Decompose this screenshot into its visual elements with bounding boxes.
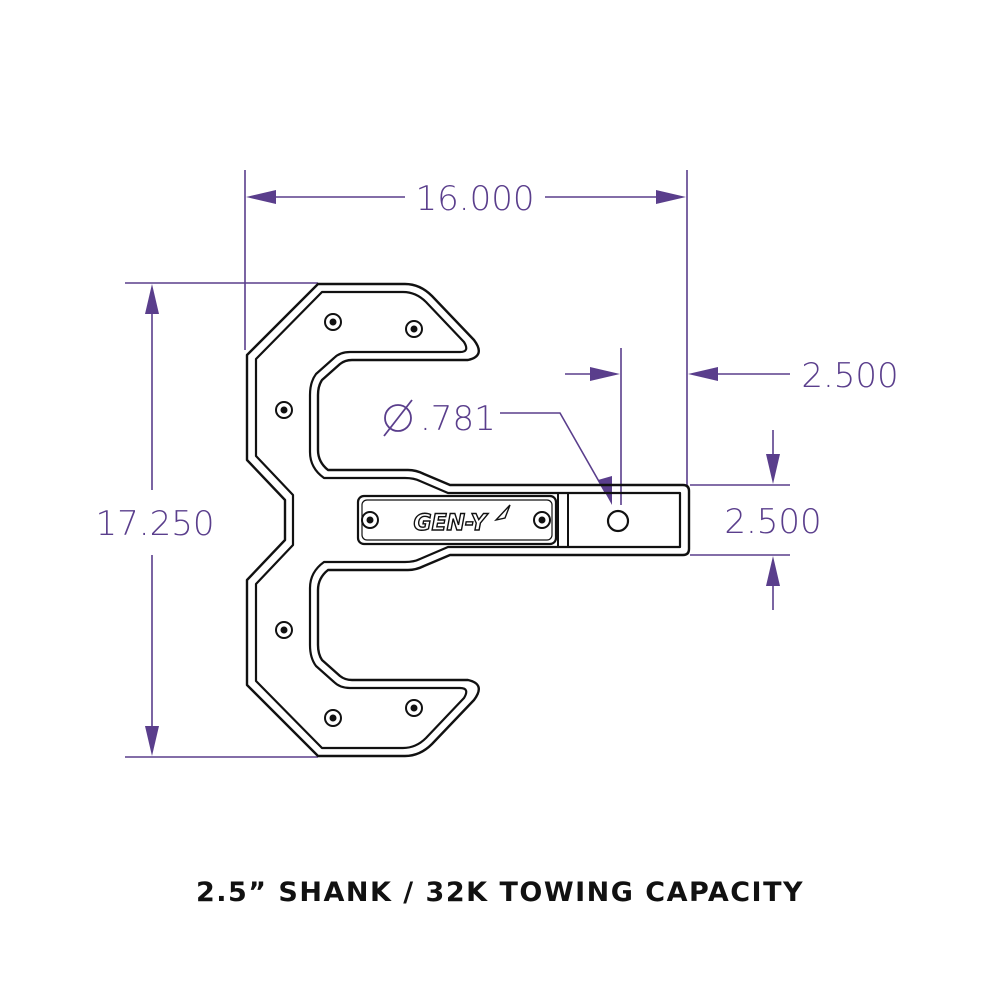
- dimension-shank-offset-label: 2.500: [801, 356, 898, 396]
- dimension-height: 17.250: [96, 282, 318, 758]
- shank-end: [557, 493, 630, 547]
- logo-horn-icon: [493, 504, 511, 522]
- bolt-icon: [324, 709, 342, 727]
- bolt-icon: [275, 401, 293, 419]
- pin-hole-icon: [606, 509, 630, 533]
- bolt-icon: [405, 320, 423, 338]
- bolt-icon: [405, 699, 423, 717]
- bolt-icon: [275, 621, 293, 639]
- dimension-shank-height: 2.500: [690, 430, 822, 610]
- logo-text: GEN-Y: [414, 511, 489, 536]
- product-caption: 2.5” SHANK / 32K TOWING CAPACITY: [196, 877, 804, 908]
- dimension-width: 16.000: [244, 170, 688, 485]
- bolt-icon: [361, 511, 379, 529]
- bolt-icon: [533, 511, 551, 529]
- bolt-icon: [324, 313, 342, 331]
- hitch-body: [245, 282, 691, 758]
- logo-plate: GEN-Y: [356, 494, 558, 546]
- dimension-pin-hole-label: .781: [420, 399, 496, 439]
- dimension-shank-offset: 2.500: [565, 348, 899, 505]
- dimension-pin-hole: .781: [383, 399, 612, 505]
- dimension-width-label: 16.000: [416, 179, 535, 219]
- dimension-shank-height-label: 2.500: [724, 502, 821, 542]
- dimension-height-label: 17.250: [96, 504, 215, 544]
- bolt-holes: [275, 313, 551, 727]
- diameter-symbol-icon: [383, 399, 413, 437]
